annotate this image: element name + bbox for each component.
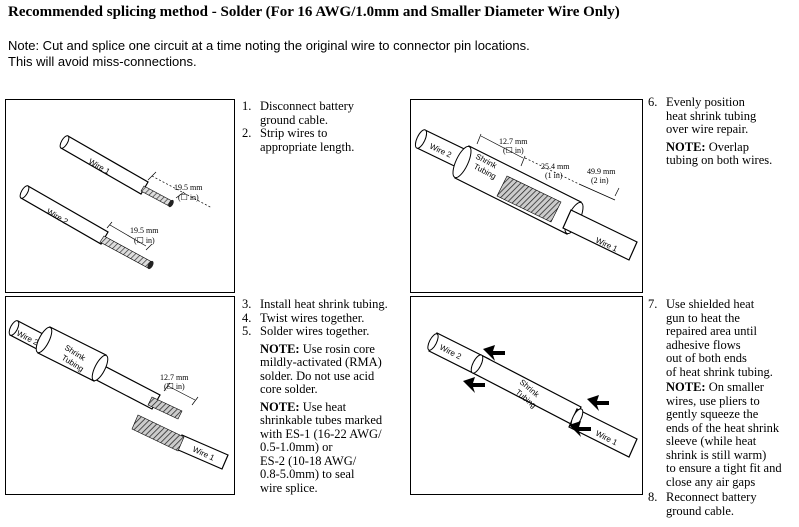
step-5-number: 5. [242, 324, 252, 338]
step-5-note-1: NOTE: Use rosin core mildly-activated (R… [242, 341, 388, 397]
step-4-number: 4. [242, 310, 252, 325]
step-7-text-cont: adhesive flows [666, 337, 741, 352]
dimension-a-mm: 12.7 mm [499, 137, 528, 146]
step-6: 6. Evenly position heat shrink tubing ov… [648, 95, 772, 137]
step-1: 1. Disconnect battery ground cable. [242, 99, 355, 127]
dimension-c-mm: 49.9 mm [587, 167, 616, 176]
intro-note-line-1: Note: Cut and splice one circuit at a ti… [8, 38, 530, 53]
step-6-text: Evenly position [666, 95, 745, 109]
step-7-number: 7. [648, 297, 658, 311]
dimension-a-in: (☐ in) [503, 146, 524, 155]
note-text-cont: 0.5-1.0mm) or [260, 440, 333, 454]
note-text: Use heat [299, 399, 347, 414]
step-4: 4. Twist wires together. [242, 310, 388, 326]
note-label: NOTE: [666, 139, 706, 154]
note-text-cont: wire splice. [260, 480, 318, 495]
step-7-text-cont: gun to heat the [666, 310, 740, 325]
intro-note: Note: Cut and splice one circuit at a ti… [8, 38, 768, 70]
steps-7-8: 7. Use shielded heat gun to heat the rep… [648, 297, 782, 518]
step-7-note: NOTE: On smaller wires, use pliers to ge… [648, 380, 782, 489]
page-title: Recommended splicing method - Solder (Fo… [8, 4, 620, 20]
dimension-in: (☐ in) [164, 382, 185, 391]
note-label: NOTE: [260, 341, 300, 356]
step-2-text-cont: appropriate length. [260, 139, 355, 154]
step-1-text: Disconnect battery [260, 99, 355, 113]
step-8-text: Reconnect battery [666, 490, 757, 504]
note-text-cont: shrinkable tubes marked [260, 413, 383, 427]
note-text-cont: with ES-1 (16-22 AWG/ [260, 426, 382, 441]
note-text: Use rosin core [299, 341, 375, 356]
step-7-text-cont: out of both ends [666, 351, 747, 365]
note-text-cont: close any air gaps [666, 474, 756, 489]
step-4-text: Twist wires together. [260, 310, 365, 325]
shrink-tubing: Shrink Tubing [470, 354, 582, 426]
step-2-text: Strip wires to [260, 126, 328, 140]
dimension-1-in: (☐ in) [178, 193, 199, 202]
dimension-c-in: (2 in) [591, 176, 609, 185]
illustration-position-tubing: Wire 2 Shrink Tubing Wire 1 12.7 mm (☐ i [410, 99, 643, 293]
step-2: 2. Strip wires to appropriate length. [242, 126, 355, 154]
note-text: Overlap [705, 139, 749, 154]
note-text-cont: solder. Do not use acid [260, 368, 375, 383]
step-1-text-cont: ground cable. [260, 112, 329, 127]
step-5-text: Solder wires together. [260, 324, 370, 338]
note-label: NOTE: [260, 399, 300, 414]
dimension-1-mm: 19.5 mm [174, 183, 203, 192]
wire-1: Wire 1 [131, 414, 229, 470]
steps-3-5: 3. Install heat shrink tubing. 4. Twist … [242, 297, 388, 496]
wire-1: Wire 1 [59, 135, 174, 208]
note-text-cont: ES-2 (10-18 AWG/ [260, 453, 357, 468]
step-3-number: 3. [242, 297, 252, 311]
note-text-cont: tubing on both wires. [666, 153, 773, 167]
step-1-number: 1. [242, 99, 252, 113]
step-5: 5. Solder wires together. [242, 324, 388, 339]
note-text-cont: 0.8-5.0mm) to seal [260, 467, 355, 481]
strip-length-dimension-2 [106, 221, 153, 251]
note-text-cont: core solder. [260, 382, 318, 396]
step-3-text: Install heat shrink tubing. [260, 297, 388, 311]
illustration-install-tubing: Wire 2 Shrink Tubing Wire 1 12.7 mm (☐ i… [5, 296, 235, 495]
step-7-text: Use shielded heat [666, 297, 755, 311]
note-text-cont: wires, use pliers to [666, 393, 760, 408]
step-8-text-cont: ground cable. [666, 503, 735, 518]
illustration-heat-shrink: Wire 2 Shrink Tubing Wire 1 [410, 296, 643, 495]
step-3: 3. Install heat shrink tubing. [242, 297, 388, 312]
step-6-block: 6. Evenly position heat shrink tubing ov… [648, 95, 773, 168]
shrink-tubing: Shrink Tubing [35, 326, 109, 382]
step-7-text-cont: repaired area until [666, 324, 757, 338]
steps-1-2: 1. Disconnect battery ground cable. 2. S… [242, 99, 355, 154]
step-8-number: 8. [648, 490, 658, 504]
note-text-cont: gently squeeze the [666, 407, 759, 421]
dimension-mm: 12.7 mm [160, 373, 189, 382]
dimension-b-mm: 25.4 mm [541, 162, 570, 171]
note-text-cont: ends of the heat shrink [666, 420, 780, 435]
note-text-cont: to ensure a tight fit and [666, 461, 782, 475]
squeeze-arrow-icon [463, 345, 609, 437]
dimension-b-in: (1 in) [545, 171, 563, 180]
dimension-2-in: (☐ in) [134, 236, 155, 245]
wire-2: Wire 2 [19, 185, 154, 270]
step-6-text-cont-2: over wire repair. [666, 122, 749, 136]
wire-1: Wire 1 [568, 408, 638, 458]
wire-1: Wire 1 [562, 209, 638, 261]
note-text-cont: shrink is still warm) [666, 447, 767, 462]
step-5-note-2: NOTE: Use heat shrinkable tubes marked w… [242, 399, 388, 496]
note-text-cont: sleeve (while heat [666, 434, 757, 448]
intro-note-line-2: This will avoid miss-connections. [8, 54, 197, 69]
step-2-number: 2. [242, 126, 252, 140]
step-6-text-cont: heat shrink tubing [666, 108, 757, 123]
tubing-dimensions [476, 133, 620, 201]
illustration-strip-wires: Wire 1 Wire 2 19.5 mm (☐ in) 19.5 mm (☐ … [5, 99, 235, 293]
step-6-number: 6. [648, 95, 658, 109]
step-7: 7. Use shielded heat gun to heat the rep… [648, 297, 782, 379]
step-6-note: NOTE: Overlap tubing on both wires. [648, 139, 773, 168]
note-label: NOTE: [666, 380, 706, 394]
step-7-text-cont: of heat shrink tubing. [666, 364, 773, 379]
dimension-2-mm: 19.5 mm [130, 226, 159, 235]
tubing-dimension [163, 382, 199, 406]
note-text: On smaller [705, 380, 764, 394]
strip-length-dimension-1 [147, 171, 213, 209]
step-8: 8. Reconnect battery ground cable. [648, 490, 782, 518]
note-text-cont: mildly-activated (RMA) [260, 355, 382, 369]
